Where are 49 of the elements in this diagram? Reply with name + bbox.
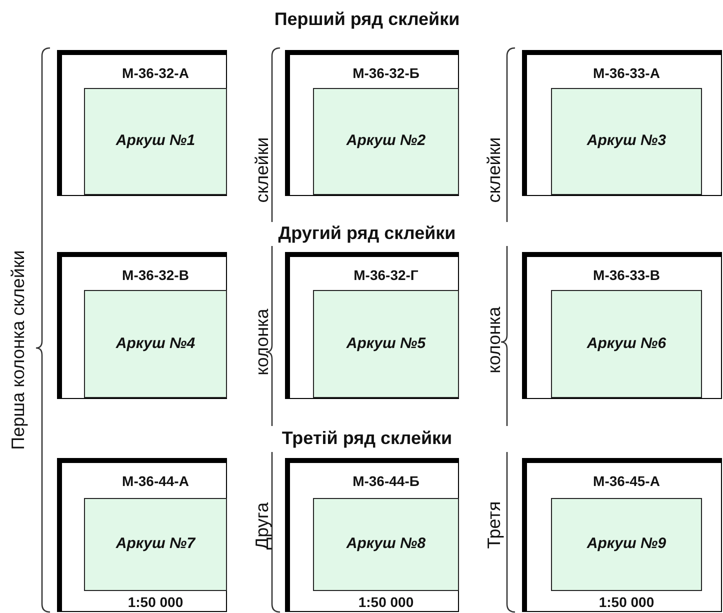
sheet-number: Аркуш №7: [116, 534, 196, 554]
column-label: склейки: [253, 136, 271, 205]
scale-label: 1:50 000: [358, 595, 414, 609]
map-sheet-frame: [285, 50, 459, 196]
sheet-area: [551, 498, 702, 591]
sheet-area: [313, 88, 459, 195]
sheet-number: Аркуш №2: [346, 131, 426, 152]
map-sheet-frame: [522, 458, 722, 612]
column-label: колонка: [485, 306, 503, 376]
map-sheet-frame: [57, 50, 227, 196]
map-sheet-frame: [522, 50, 722, 196]
column-label: склейки: [485, 136, 503, 205]
column-label: Третя: [485, 500, 503, 551]
sheet-area: [313, 498, 459, 591]
nomenclature-label: М-36-33-В: [593, 268, 660, 282]
column-label: колонка: [253, 308, 271, 378]
nomenclature-label: М-36-33-А: [593, 66, 660, 80]
map-sheet-frame: [57, 458, 227, 612]
nomenclature-label: М-36-32-В: [122, 268, 189, 282]
sheet-area: [84, 290, 227, 398]
sheet-number: Аркуш №1: [116, 131, 196, 152]
map-sheet-frame: [522, 252, 722, 399]
sheet-number: Аркуш №4: [116, 334, 196, 354]
nomenclature-label: М-36-44-Б: [352, 474, 420, 488]
map-sheet-frame: [57, 252, 227, 399]
sheet-number: Аркуш №8: [346, 534, 426, 554]
sheet-number: Аркуш №6: [586, 334, 666, 354]
nomenclature-label: М-36-45-А: [593, 474, 660, 488]
sheet-number: Аркуш №3: [586, 131, 666, 152]
column-label: Перша колонка склейки: [9, 249, 27, 452]
sheet-number: Аркуш №9: [586, 534, 666, 554]
sheet-area: [84, 498, 227, 591]
map-sheet-frame: [285, 252, 459, 399]
sheet-number: Аркуш №5: [346, 334, 426, 354]
map-sheet-frame: [285, 458, 459, 612]
nomenclature-label: М-36-44-А: [122, 474, 189, 488]
sheet-area: [551, 88, 702, 195]
row-label: Третій ряд склейки: [280, 429, 454, 447]
sheet-area: [313, 290, 459, 398]
nomenclature-label: М-36-32-Г: [354, 268, 418, 282]
nomenclature-label: М-36-32-Б: [352, 66, 420, 80]
sheet-area: [84, 88, 227, 195]
sheet-area: [551, 290, 702, 398]
heading: Перший ряд склейки: [274, 8, 460, 31]
scale-label: 1:50 000: [128, 595, 184, 609]
nomenclature-label: М-36-32-А: [122, 66, 189, 80]
row-label: Другий ряд склейки: [277, 224, 457, 242]
scale-label: 1:50 000: [598, 595, 654, 609]
column-label: Друга: [253, 501, 271, 552]
